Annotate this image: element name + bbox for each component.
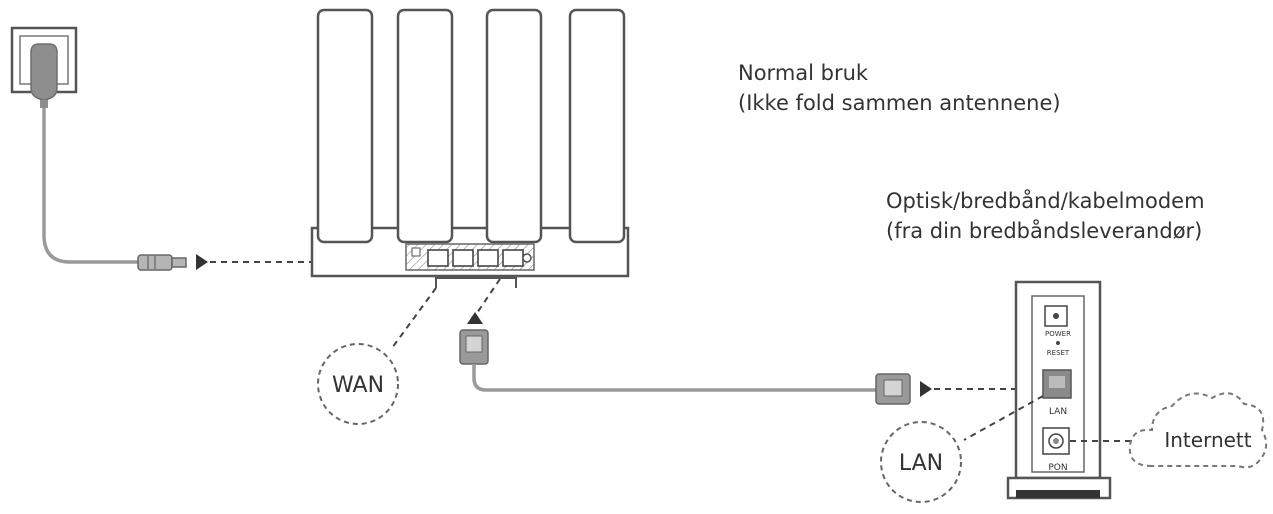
power-cable <box>42 108 140 264</box>
modem-caption-line1: Optisk/bredbånd/kabelmodem <box>886 189 1205 213</box>
modem-lan-label: LAN <box>1049 407 1067 417</box>
wan-arrow <box>467 312 483 324</box>
normal-use-caption-line2: (Ikke fold sammen antennene) <box>738 91 1061 115</box>
lan-bubble <box>880 421 962 503</box>
modem-power-label: POWER <box>1045 330 1071 338</box>
lan-arrow <box>920 381 932 397</box>
modem-icon: POWER RESET LAN PON <box>1006 280 1112 500</box>
modem-reset-label: RESET <box>1047 349 1070 357</box>
cloud-icon <box>1128 392 1268 469</box>
internet-label: Internett <box>1164 428 1251 452</box>
modem-caption-line2: (fra din bredbåndsleverandør) <box>886 219 1203 243</box>
modem-caption: Optisk/bredbånd/kabelmodem (fra din bred… <box>886 186 1205 246</box>
wan-label: WAN <box>332 373 384 398</box>
power-arrow <box>196 254 208 270</box>
lan-bubble-dashed-line <box>963 395 1044 441</box>
normal-use-caption: Normal bruk (Ikke fold sammen antennene) <box>738 58 1061 118</box>
ethernet-plug-icon <box>459 329 489 365</box>
wan-dashed-line <box>391 287 437 349</box>
power-adapter-icon <box>30 43 58 108</box>
router-icon <box>310 8 630 288</box>
wan-bubble <box>317 343 399 425</box>
wan-plug-dashed-line <box>476 278 501 314</box>
ethernet-cable <box>472 364 876 392</box>
lan-bubble-label: LAN <box>899 451 943 476</box>
modem-pon-label: PON <box>1048 463 1067 473</box>
ethernet-plug-icon <box>875 373 911 405</box>
dc-plug-icon <box>137 254 187 271</box>
normal-use-caption-line1: Normal bruk <box>738 61 869 85</box>
